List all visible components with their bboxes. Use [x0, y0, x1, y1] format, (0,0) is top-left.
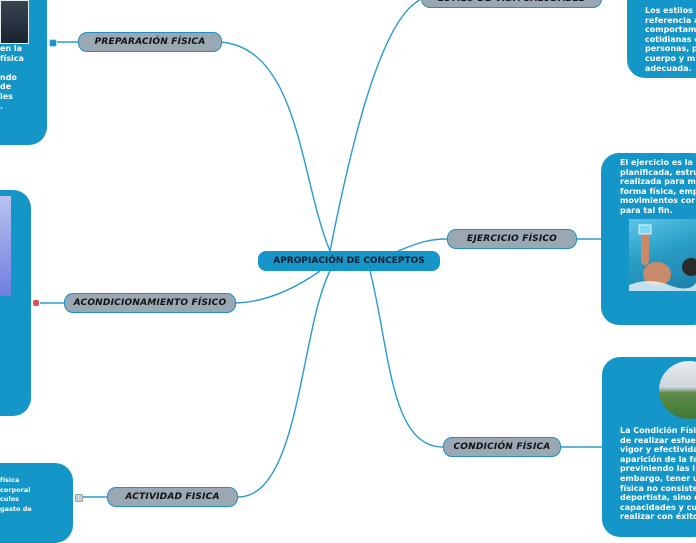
ejercicio-panel-text: El ejercicio es la planificada, estru re…	[620, 158, 696, 216]
link-acondicionamiento	[236, 271, 320, 303]
link-top	[330, 0, 420, 251]
swimmer-icon	[629, 219, 696, 291]
node-ejercicio-fisico[interactable]: EJERCICIO FÍSICO	[447, 229, 577, 249]
link-badge-icon[interactable]	[49, 39, 57, 47]
actividad-panel-text: física corporal culos gasto de	[0, 476, 32, 514]
acondicionamiento-photo	[0, 196, 11, 296]
node-preparacion-fisica[interactable]: PREPARACIÓN FÍSICA	[78, 32, 222, 52]
node-estilo-vida[interactable]: ESTILO DE VIDA SALUDABLE	[421, 0, 602, 8]
node-actividad-fisica[interactable]: ACTIVIDAD FISICA	[107, 487, 238, 507]
condicion-panel-text: La Condición Físi de realizar esfue vigo…	[620, 426, 696, 522]
preparacion-photo	[0, 0, 29, 44]
link-preparacion	[220, 42, 330, 251]
preparacion-panel-text: en la física ndo de les .	[0, 44, 24, 111]
node-acondicionamiento-fisico[interactable]: ACONDICIONAMIENTO FÍSICO	[64, 293, 236, 313]
node-condicion-fisica[interactable]: CONDICIÓN FÍSICA	[443, 437, 561, 457]
note-badge-icon[interactable]	[33, 300, 39, 306]
central-node[interactable]: APROPIACIÓN DE CONCEPTOS	[258, 251, 440, 271]
estilo-panel-text: Los estilos referencia a comportam cotid…	[645, 6, 696, 73]
link-ejercicio	[398, 239, 447, 251]
link-condicion	[370, 271, 443, 447]
link-actividad	[238, 271, 330, 497]
link-badge-icon[interactable]	[75, 494, 83, 502]
ejercicio-photo	[629, 219, 696, 291]
